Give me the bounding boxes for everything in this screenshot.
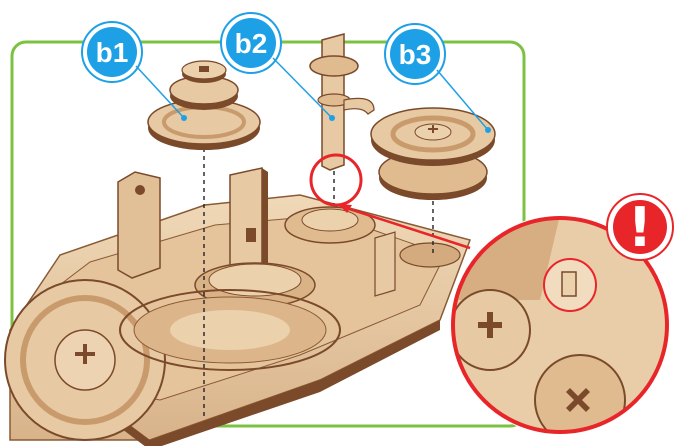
exclamation-icon: !	[628, 196, 653, 259]
base-assembly	[5, 168, 470, 446]
large-gear	[5, 280, 165, 440]
label-b1-text: b1	[96, 37, 129, 68]
gear-b3	[371, 108, 495, 200]
gear-b1	[148, 61, 260, 150]
shaft-b2	[310, 34, 374, 170]
label-b2-text: b2	[235, 28, 268, 59]
label-b3-text: b3	[399, 39, 432, 70]
warning-badge: !	[607, 194, 673, 260]
